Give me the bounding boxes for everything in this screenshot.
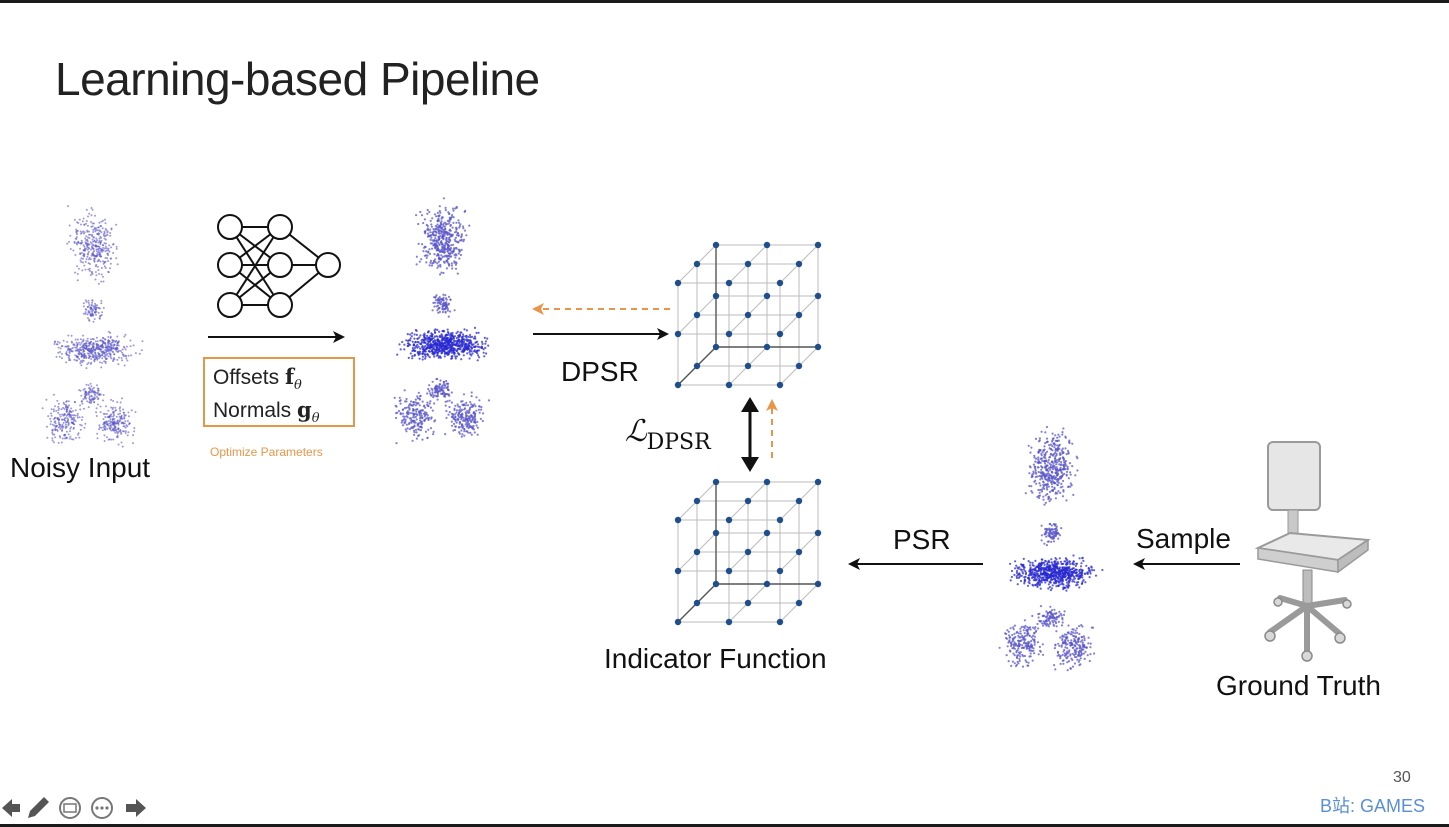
slides-icon[interactable] bbox=[59, 797, 81, 819]
arrow-right-icon[interactable] bbox=[126, 799, 146, 817]
neural-network-icon bbox=[217, 214, 341, 318]
ground-truth-label: Ground Truth bbox=[1216, 670, 1381, 701]
bottom-border bbox=[0, 824, 1449, 827]
optimize-parameters-label: Optimize Parameters bbox=[210, 445, 323, 459]
offsets-line: Offsets fθ bbox=[213, 364, 302, 394]
watermark: B站: GAMES bbox=[1320, 796, 1426, 816]
presentation-controls bbox=[2, 797, 146, 819]
normals-line: Normals gθ bbox=[213, 397, 320, 427]
dpsr-grid-icon bbox=[674, 241, 822, 389]
top-border bbox=[0, 0, 1449, 3]
noisy-input-label: Noisy Input bbox=[10, 452, 151, 483]
more-icon[interactable] bbox=[91, 797, 113, 819]
dpsr-label: DPSR bbox=[561, 356, 639, 387]
loss-label: ℒDPSR bbox=[625, 414, 711, 455]
ground-truth-chair-icon bbox=[1254, 441, 1371, 662]
psr-label: PSR bbox=[893, 524, 951, 555]
sample-label: Sample bbox=[1136, 523, 1231, 554]
slide-title: Learning-based Pipeline bbox=[55, 53, 540, 105]
noisy-input-point-cloud bbox=[41, 205, 144, 448]
parameters-box: Offsets fθ Normals gθ bbox=[203, 357, 355, 427]
loss-double-arrow bbox=[741, 397, 759, 472]
optimized-point-cloud bbox=[393, 197, 491, 445]
pen-icon[interactable] bbox=[28, 797, 49, 818]
page-number: 30 bbox=[1393, 769, 1411, 786]
sampled-point-cloud bbox=[998, 425, 1104, 672]
indicator-function-label: Indicator Function bbox=[604, 643, 827, 674]
arrow-left-icon[interactable] bbox=[2, 799, 20, 817]
indicator-grid-icon bbox=[674, 478, 822, 626]
